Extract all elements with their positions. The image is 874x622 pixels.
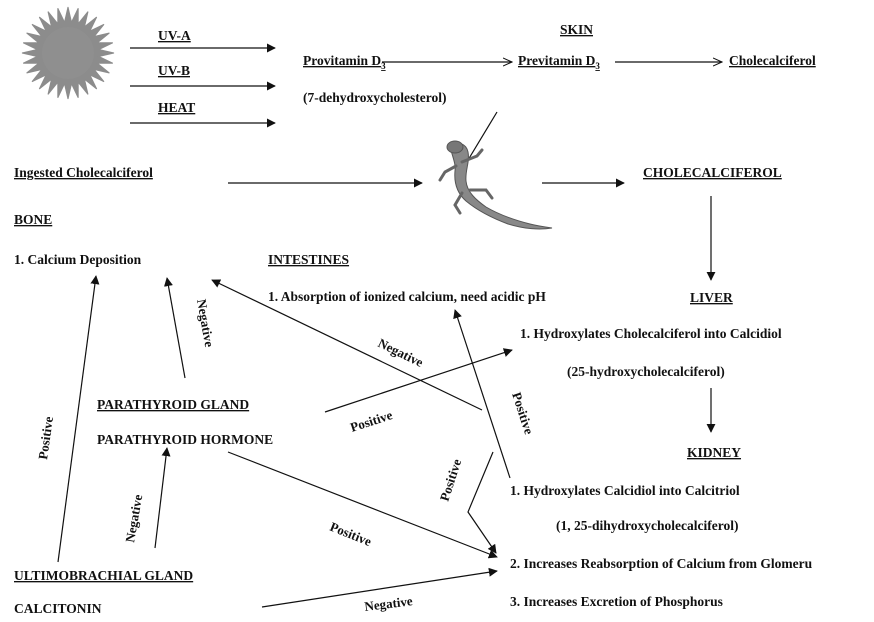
label-kidney-intestine-positive: Positive [509,390,537,436]
arrow-kidney-to-intestines [453,309,511,479]
arrow-calcitonin-to-kidney [261,567,498,608]
calcitonin-label: CALCITONIN [14,601,102,616]
label-pth-bone-negative: Negative [194,298,217,348]
kidney-item-reabsorption: 2. Increases Reabsorption of Calcium fro… [510,556,813,571]
kidney-heading: KIDNEY [687,445,741,460]
ultimobranchial-gland-label: ULTIMOBRACHIAL GLAND [14,568,193,583]
label-ultimo-pth-negative: Negative [122,493,145,543]
liver-item-hydroxylates: 1. Hydroxylates Cholecalciferol into Cal… [520,326,782,341]
liver-item-calcidiol: (25-hydroxycholecalciferol) [567,364,725,379]
arrow-pth-to-bone [164,277,186,379]
label-pth-liver-positive: Positive [348,407,394,435]
lizard-icon [438,140,553,230]
label-calcitonin-kidney-negative: Negative [364,593,414,614]
sun-icon [21,6,115,100]
parathyroid-gland-label: PARATHYROID GLAND [97,397,249,412]
arrow-pth-to-kidney [227,451,498,559]
parathyroid-hormone-label: PARATHYROID HORMONE [97,432,273,447]
ray-label-uvb: UV-B [158,63,190,78]
intestines-heading: INTESTINES [268,252,349,267]
kidney-item-phosphorus: 3. Increases Excretion of Phosphorus [510,594,723,609]
cholecalciferol-main-label: CHOLECALCIFEROL [643,165,782,180]
bone-item-calcium-deposition: 1. Calcium Deposition [14,252,142,267]
ray-label-uva: UV-A [158,28,191,43]
kidney-item-hydroxylates: 1. Hydroxylates Calcidiol into Calcitrio… [510,483,740,498]
arrow-ultimobranchial-to-pth [154,447,171,549]
label-kidney-loop-positive: Positive [437,457,465,503]
provitamin-label: Provitamin D3 [303,53,386,71]
skin-cholecalciferol-label: Cholecalciferol [729,53,816,68]
previtamin-label: Previtamin D3 [518,53,600,71]
ray-label-heat: HEAT [158,100,195,115]
label-pth-kidney-positive: Positive [328,519,374,549]
bone-heading: BONE [14,212,52,227]
skin-heading: SKIN [560,22,593,37]
kidney-item-calcitriol: (1, 25-dihydroxycholecalciferol) [556,518,738,533]
arrow-pth-to-liver [324,348,513,413]
intestines-item-absorption: 1. Absorption of ionized calcium, need a… [268,289,546,304]
liver-heading: LIVER [690,290,733,305]
ingested-cholecalciferol-label: Ingested Cholecalciferol [14,165,153,180]
arrow-kidney-loop [467,451,497,554]
arrow-kidney-to-bone [211,279,483,411]
label-kidney-bone-negative: Negative [376,335,426,370]
dehydrocholesterol-label: (7-dehydroxycholesterol) [303,90,446,105]
label-ultimo-bone-positive: Positive [35,415,56,460]
arrow-ultimobranchial-to-bone [57,275,100,563]
